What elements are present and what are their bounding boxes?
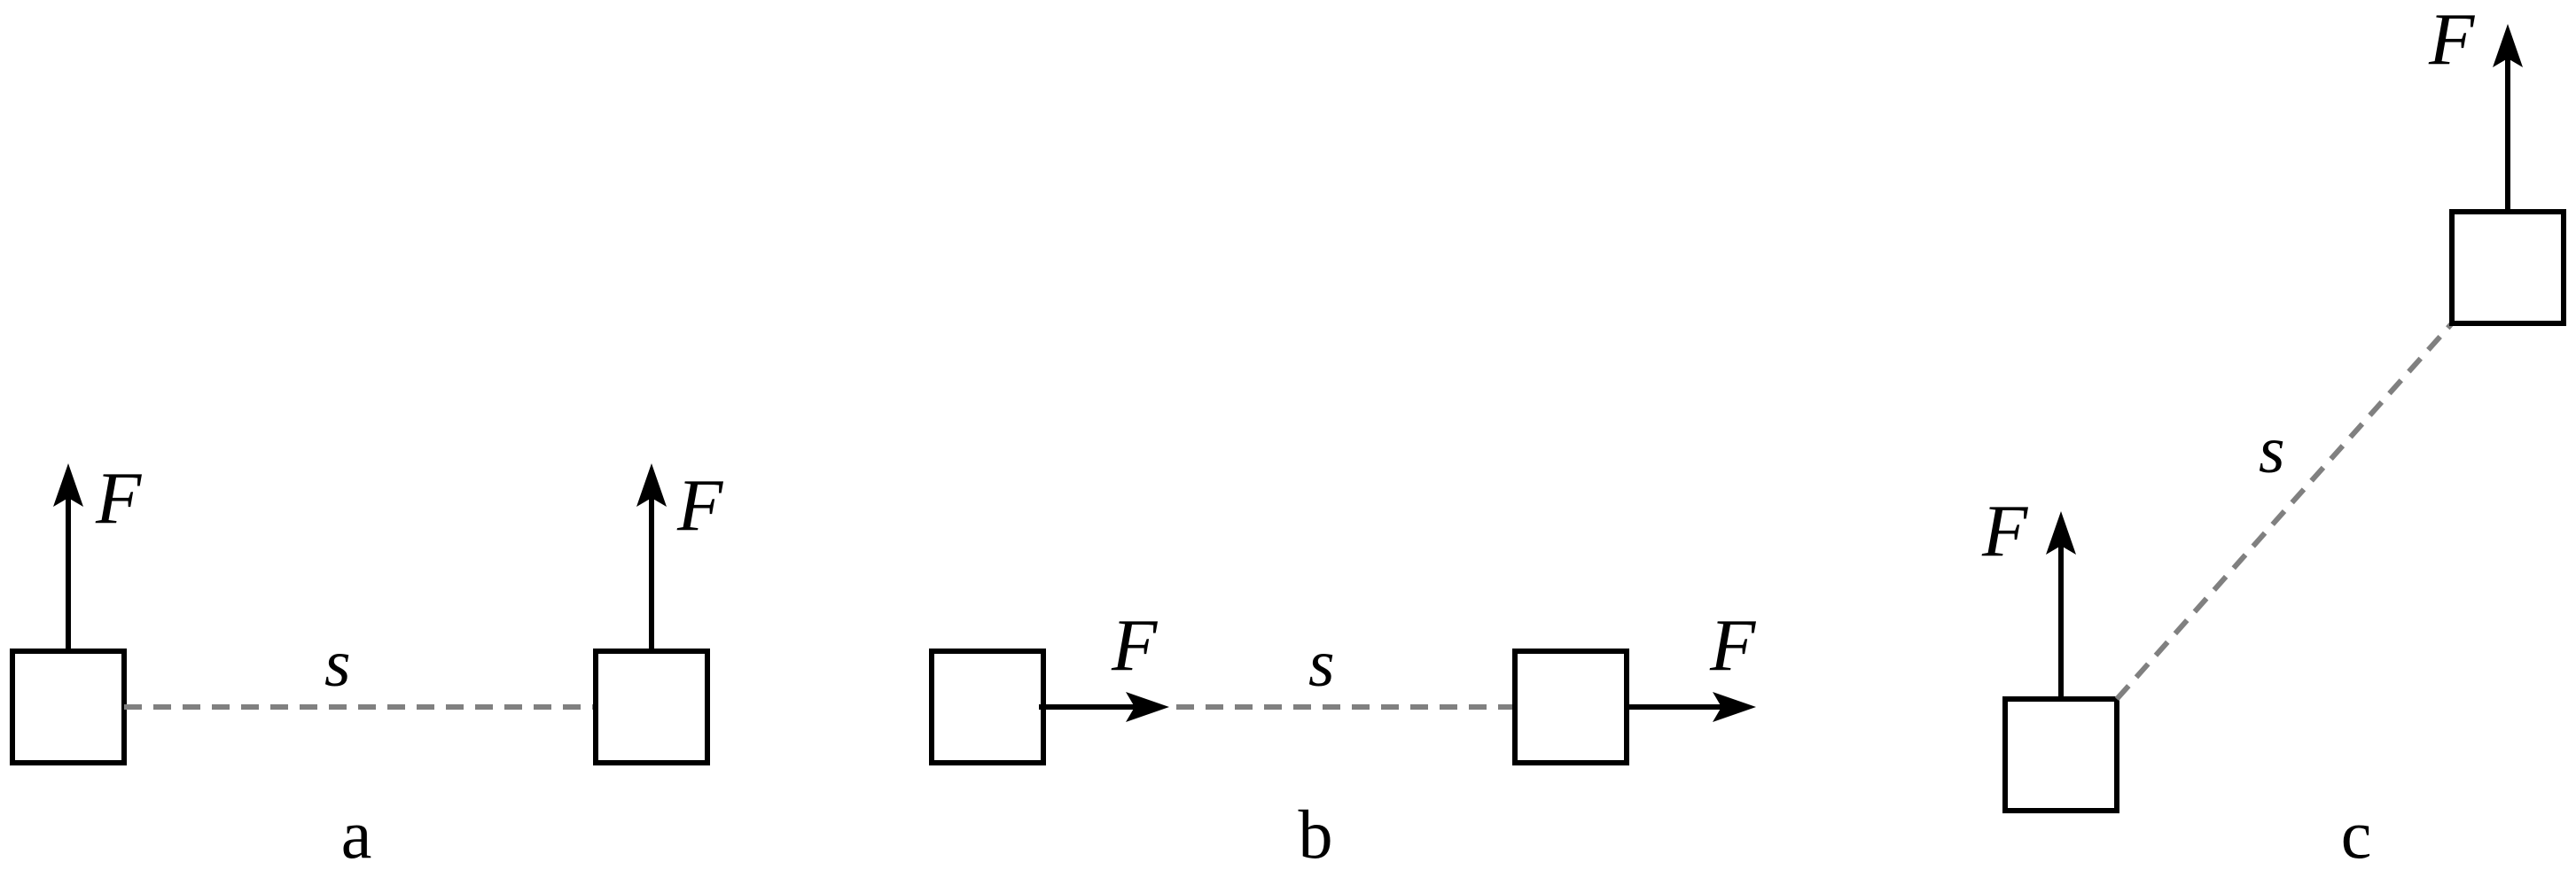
panel-c-end-force-arrow xyxy=(2493,24,2523,212)
panel-b-end-force-label: F xyxy=(1709,604,1757,687)
panel-c-displacement-label: s xyxy=(2259,413,2285,487)
panel-c-displacement-path xyxy=(2114,322,2455,701)
panel-b-displacement-label: s xyxy=(1308,626,1335,701)
panel-c-start-block xyxy=(2002,696,2119,813)
panel-b-start-force-label: F xyxy=(1111,604,1159,687)
panel-b: F s F b xyxy=(929,604,1757,870)
panel-b-start-block xyxy=(929,649,1046,765)
panel-a-start-force-label: F xyxy=(95,457,143,540)
panel-c-start-force-label: F xyxy=(1981,490,2029,572)
panel-b-end-block xyxy=(1512,649,1629,765)
panel-b-label: b xyxy=(1299,796,1333,870)
panel-a-start-block xyxy=(10,649,127,765)
panel-b-start-force-arrow xyxy=(1039,692,1169,722)
panel-a-label: a xyxy=(341,796,372,870)
panel-a-end-block xyxy=(593,649,710,765)
panel-c: F s F c xyxy=(1981,0,2566,870)
panel-a-start-force-arrow xyxy=(53,463,83,651)
panel-b-end-force-arrow xyxy=(1627,692,1756,722)
panel-c-end-block xyxy=(2449,209,2566,326)
panel-c-label: c xyxy=(2341,796,2372,870)
panel-c-start-force-arrow xyxy=(2046,511,2076,699)
panel-a-displacement-label: s xyxy=(324,626,351,701)
panel-a-end-force-label: F xyxy=(676,464,724,547)
panel-a: F s F a xyxy=(10,457,724,870)
panel-a-end-force-arrow xyxy=(636,463,667,651)
panel-c-end-force-label: F xyxy=(2428,0,2476,81)
